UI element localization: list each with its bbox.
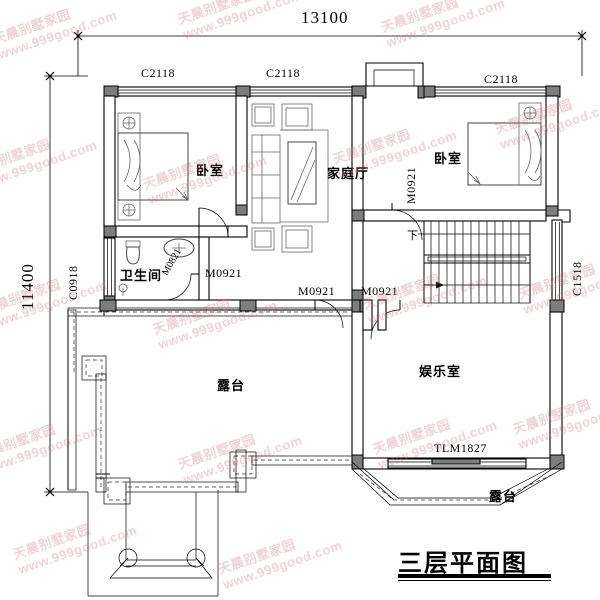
- overall-height-dimension: 11400: [18, 263, 37, 310]
- dimension-lines: [44, 30, 587, 497]
- opening-label-window-top-right: C2118: [484, 72, 519, 86]
- title-underline-thin: [398, 580, 551, 581]
- exterior-wall-north: [103, 62, 561, 99]
- furniture-bedroom-left: [117, 112, 190, 221]
- furniture-bathroom: [118, 238, 195, 296]
- furniture-family-hall: [251, 103, 329, 253]
- opening-label-door-bedroom-left: M0921: [205, 266, 243, 280]
- misc-lines: [99, 299, 364, 316]
- opening-label-sliding-door-south: TLM1827: [434, 441, 487, 455]
- door-swings: [164, 203, 423, 340]
- opening-label-door-bedroom-right: M0921: [404, 166, 418, 204]
- room-label-recreation: 娱乐室: [419, 365, 462, 380]
- title-underline-thick: [398, 574, 551, 578]
- room-label-bathroom: 卫生间: [120, 269, 163, 284]
- room-label-bedroom-left: 卧室: [196, 164, 225, 179]
- opening-label-window-top-mid: C2118: [266, 66, 301, 80]
- room-label-family-hall: 家庭厅: [327, 167, 370, 182]
- furniture-bedroom-right: [467, 102, 542, 186]
- terrace-railings: [67, 307, 563, 597]
- interior-walls: [103, 95, 571, 470]
- room-label-bedroom-right: 卧室: [434, 152, 463, 167]
- opening-label-door-terrace: M0921: [298, 284, 336, 298]
- room-label-terrace-lower: 露台: [489, 490, 518, 505]
- overall-width-dimension: 13100: [301, 8, 349, 27]
- stair-direction-label: 下: [407, 229, 418, 242]
- page-title: 三层平面图: [398, 549, 528, 577]
- opening-label-window-right: C1518: [570, 261, 584, 296]
- room-label-terrace-main: 露台: [217, 379, 246, 394]
- staircase: [418, 220, 531, 304]
- opening-label-door-recreation: M0921: [361, 284, 399, 298]
- opening-label-window-left: C0918: [66, 265, 80, 300]
- opening-label-window-top-left: C2118: [141, 66, 176, 80]
